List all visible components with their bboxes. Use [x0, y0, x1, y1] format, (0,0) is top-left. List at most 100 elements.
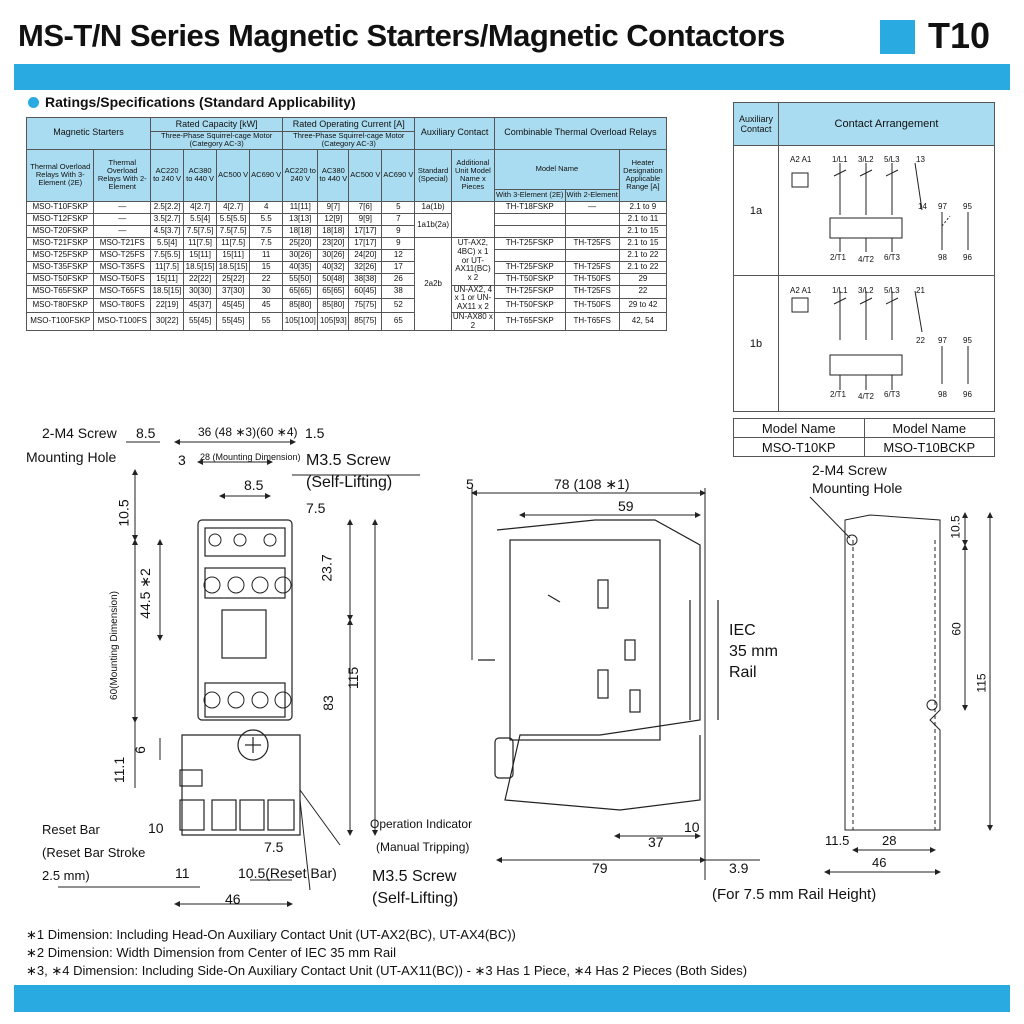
lbl-t2: 4/T2	[858, 255, 875, 264]
front-dimension-lines	[58, 439, 420, 907]
table-cell: 55	[249, 311, 284, 332]
lbl-op-indicator2: (Manual Tripping)	[376, 840, 470, 854]
table-cell: TH-T50FS	[564, 298, 620, 313]
lbl-44-5: 44.5 ∗2	[136, 568, 153, 619]
table-cell: TH-T50FSKP	[493, 298, 566, 313]
lbl-iec: IEC	[729, 622, 756, 639]
th-aux-contact: Auxiliary Contact	[414, 117, 495, 150]
table-cell: 52	[381, 298, 416, 313]
lbl-rail: Rail	[729, 664, 757, 681]
table-cell: TH-T65FS	[564, 311, 620, 332]
lbl-reset-bar3: 2.5 mm)	[42, 868, 90, 883]
lbl-r-10-5: 10.5	[948, 515, 963, 539]
lbl-22: 22	[916, 336, 925, 345]
lbl-1-5: 1.5	[305, 425, 325, 441]
lbl-6: 6	[131, 746, 148, 754]
th-contact-arrangement: Contact Arrangement	[778, 102, 995, 146]
table-cell: 30[22]	[150, 311, 185, 332]
footnote-2: ∗2 Dimension: Width Dimension from Cente…	[26, 945, 396, 960]
model-header-1: Model Name	[733, 418, 865, 438]
lbl-83: 83	[319, 695, 336, 711]
contact-diagram-1a	[778, 145, 995, 276]
lbl-a2a1: A2 A1	[790, 155, 812, 164]
table-cell: MSO-T80FS	[93, 298, 152, 313]
lbl-s10: 10	[684, 819, 700, 835]
lbl-r-28: 28	[882, 833, 897, 848]
lbl-s37: 37	[648, 834, 664, 850]
table-cell: 22[22]	[183, 272, 218, 286]
lbl-a2a1-b: A2 A1	[790, 286, 812, 295]
lbl-r-115: 115	[974, 673, 989, 693]
th-model-name: Model Name	[493, 148, 620, 190]
side-view-outline	[478, 519, 719, 811]
lbl-reset-bar2: (Reset Bar Stroke	[42, 845, 146, 860]
table-cell: 5.5[4]	[150, 236, 185, 250]
rail-view-outline	[844, 514, 941, 831]
lbl-60-mount: 60(Mounting Dimension)	[108, 591, 120, 700]
lbl-s3-9: 3.9	[729, 860, 749, 876]
lbl-36: 36 (48 ∗3)(60 ∗4)	[198, 425, 298, 439]
lbl-95: 95	[963, 202, 972, 211]
lbl-11-1: 11.1	[111, 756, 128, 784]
badge-square	[880, 20, 915, 54]
lbl-s78: 78 (108 ∗1)	[554, 476, 630, 492]
table-cell: 55[45]	[216, 311, 251, 332]
th-ac690-i: AC690 V	[381, 148, 416, 202]
table-cell: TH-T50FS	[564, 272, 620, 286]
lbl-r-11-5: 11.5	[825, 833, 850, 848]
lbl-t3-b: 6/T3	[884, 390, 901, 399]
table-cell: 65	[381, 311, 416, 332]
th-rated-capacity: Rated Capacity [kW]	[150, 117, 284, 132]
table-cell: 85[80]	[282, 298, 319, 313]
lbl-95-b: 95	[963, 336, 972, 345]
table-cell: 2a2b	[414, 236, 452, 332]
lbl-t3: 6/T3	[884, 253, 901, 262]
lbl-r-46: 46	[872, 855, 887, 870]
lbl-14: 14	[918, 202, 927, 211]
th-2element: Thermal Overload Relays With 2-Element	[93, 148, 152, 202]
lbl-96: 96	[963, 253, 972, 262]
table-cell: TH-T65FSKP	[493, 311, 566, 332]
th-standard: Standard (Special)	[414, 148, 452, 202]
header-bar	[14, 64, 1010, 90]
lbl-23-7: 23.7	[318, 554, 335, 582]
footnote-3: ∗3, ∗4 Dimension: Including Side-On Auxi…	[26, 963, 748, 978]
th-ac380: AC380 to 440 V	[183, 148, 218, 202]
lbl-op-indicator: Operation Indicator	[370, 817, 473, 831]
model-value-1: MSO-T10KP	[733, 437, 865, 457]
lbl-96-b: 96	[963, 390, 972, 399]
bullet-icon	[28, 96, 39, 108]
table-cell: 26	[381, 272, 416, 286]
th-aux-contact-col: Auxiliary Contact	[733, 102, 779, 146]
spec-table: Magnetic Starters Rated Capacity [kW] Ra…	[25, 117, 668, 332]
lbl-21: 21	[916, 286, 925, 295]
th-ac220: AC220 to 240 V	[150, 148, 185, 202]
table-cell: 1a1b(2a)	[414, 212, 452, 238]
table-cell: 55[45]	[183, 311, 218, 332]
table-cell: 22[19]	[150, 298, 185, 313]
table-cell: 11[7.5]	[150, 260, 185, 274]
lbl-97: 97	[938, 202, 947, 211]
lbl-13: 13	[916, 155, 925, 164]
lbl-3: 3	[178, 452, 186, 468]
table-cell: 105[93]	[317, 311, 350, 332]
lbl-reset-bar: Reset Bar	[42, 822, 100, 837]
th-additional: Additional Unit Model Name x Pieces	[450, 148, 495, 202]
lbl-11: 11	[175, 865, 190, 881]
lbl-m35-a: M3.5 Screw	[306, 452, 391, 469]
lbl-s5: 5	[466, 476, 474, 492]
lbl-l1: 1/L1	[832, 155, 848, 164]
footnote-1: ∗1 Dimension: Including Head-On Auxiliar…	[26, 927, 516, 942]
table-cell: 29 to 42	[618, 298, 668, 313]
th-rated-current: Rated Operating Current [A]	[282, 117, 416, 132]
th-ac500: AC500 V	[216, 148, 251, 202]
section-title: Ratings/Specifications (Standard Applica…	[45, 94, 356, 110]
lbl-m35-b: M3.5 Screw	[372, 868, 457, 885]
lbl-10: 10	[148, 820, 164, 836]
lbl-7-5b: 7.5	[264, 839, 284, 855]
